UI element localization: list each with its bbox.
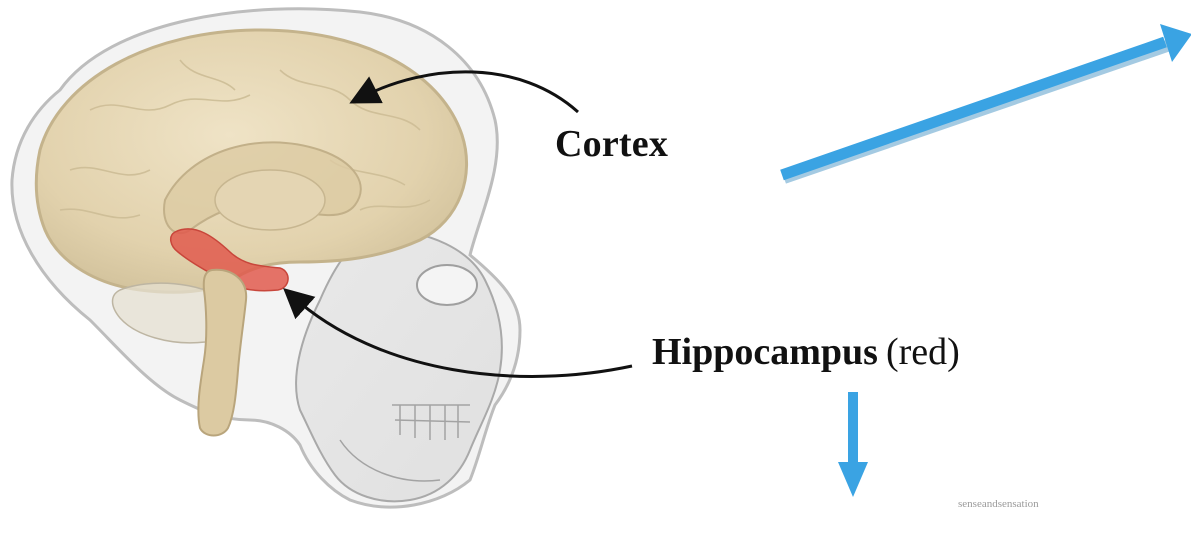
hippocampus-label: Hippocampus(red) (652, 330, 960, 374)
watermark: senseandsensation (958, 498, 1039, 510)
blue-arrow-up-right (782, 24, 1191, 178)
hippocampus-label-text: Hippocampus (652, 331, 878, 373)
hippocampus-label-note: (red) (886, 331, 960, 373)
blue-arrow-down (838, 392, 868, 497)
hippocampus-pointer-arrow (292, 296, 632, 376)
cortex-label: Cortex (555, 122, 668, 166)
cortex-pointer-arrow (360, 72, 578, 112)
